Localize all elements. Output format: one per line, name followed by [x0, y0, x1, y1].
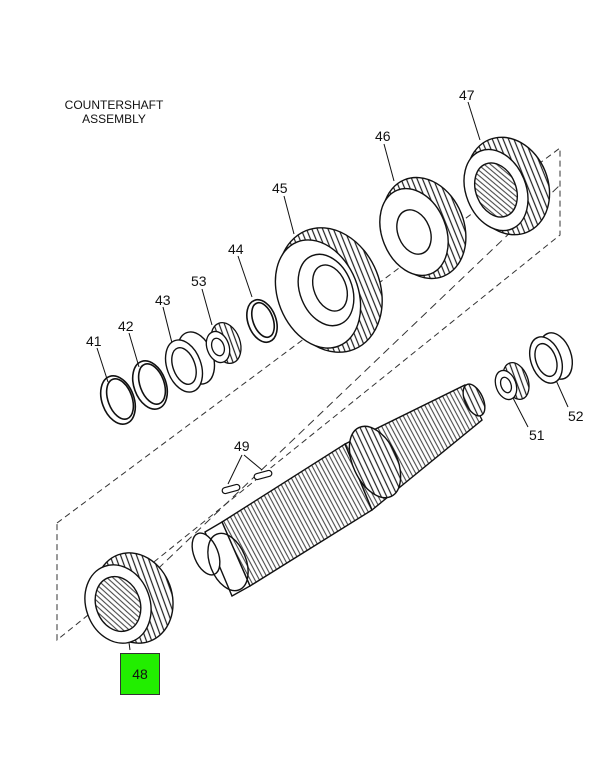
bearing-cone-53 — [205, 322, 242, 364]
gear-47 — [463, 136, 551, 236]
callout-51[interactable]: 51 — [529, 427, 545, 443]
callout-52[interactable]: 52 — [568, 408, 584, 424]
callout-42[interactable]: 42 — [118, 318, 134, 334]
assembly-title-line2: ASSEMBLY — [82, 112, 146, 126]
snap-ring-41 — [99, 375, 137, 425]
callout-46[interactable]: 46 — [375, 128, 391, 144]
assembly-outline — [56, 147, 561, 642]
key-49 — [221, 469, 273, 495]
callout-44[interactable]: 44 — [228, 241, 244, 257]
callout-43[interactable]: 43 — [155, 292, 171, 308]
callout-49[interactable]: 49 — [234, 438, 250, 454]
centerline — [119, 184, 561, 606]
bearing-cup-43 — [164, 331, 216, 393]
callout-53[interactable]: 53 — [191, 273, 207, 289]
snap-ring-44 — [246, 298, 278, 344]
callout-47[interactable]: 47 — [459, 87, 475, 103]
gear-46 — [379, 176, 467, 280]
snap-ring-42 — [131, 360, 169, 410]
callout-48[interactable]: 48 — [132, 666, 148, 682]
bearing-cone-51 — [494, 362, 530, 401]
gear-45 — [274, 227, 383, 353]
bearing-cup-52 — [528, 332, 574, 384]
assembly-title-line1: COUNTERSHAFT — [64, 98, 164, 112]
callout-45[interactable]: 45 — [272, 180, 288, 196]
callout-41[interactable]: 41 — [86, 333, 102, 349]
assembly-title: COUNTERSHAFT ASSEMBLY — [44, 98, 184, 126]
countershaft — [191, 383, 486, 597]
gear-48 — [84, 552, 174, 644]
highlighted-part-box[interactable]: 48 — [120, 653, 160, 695]
